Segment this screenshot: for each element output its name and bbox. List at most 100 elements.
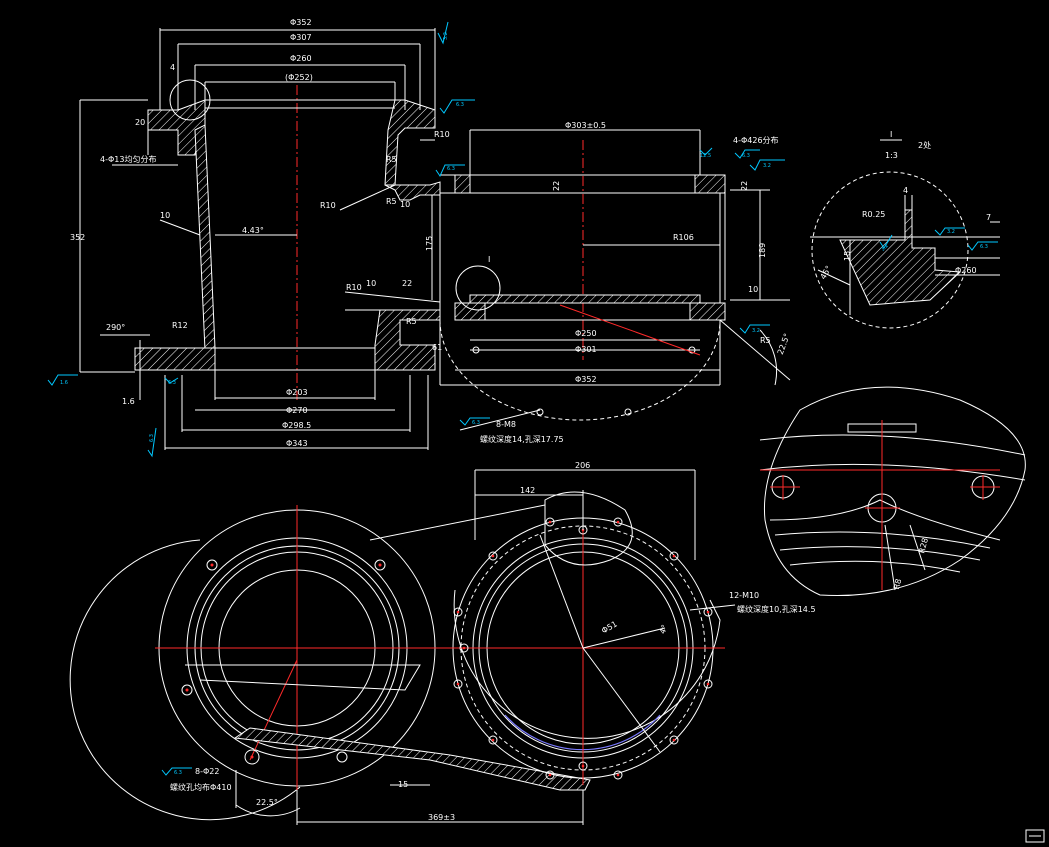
svg-text:6.3: 6.3 (174, 770, 182, 776)
bottom-flange-left-section (134, 347, 216, 371)
dim-352: 352 (70, 233, 85, 242)
roughness-symbol: 1.6 (47, 374, 78, 386)
holes-4-13: 4-Φ13均匀分布 (100, 154, 156, 164)
detail-dim-45: 45° (819, 264, 834, 281)
holes-8-22: 8-Φ22 (195, 767, 219, 776)
right-step-section (384, 181, 441, 201)
dim-15-b: 15 (398, 780, 408, 789)
svg-text:6.3: 6.3 (168, 380, 176, 386)
detail-section-hatch (839, 209, 962, 306)
dim-4: 4 (170, 63, 175, 72)
m10-note: 螺纹深度10,孔深14.5 (737, 604, 816, 614)
svg-text:3.2: 3.2 (752, 328, 760, 334)
dim-r10-a: R10 (434, 130, 450, 139)
corner-indicator[interactable] (1025, 829, 1045, 843)
detail-d260: Φ260 (955, 266, 977, 275)
dim-r12: R12 (172, 321, 188, 330)
dim-1-6: 1.6 (122, 397, 135, 406)
dim-d250: Φ250 (575, 329, 597, 338)
base-plate-section (469, 294, 701, 304)
roughness-symbol: 12.5 (699, 147, 713, 159)
bolt-circle-arc (439, 319, 721, 421)
left-wall-section (194, 124, 216, 351)
dim-d298: Φ298.5 (282, 421, 311, 430)
dim-20: 20 (135, 118, 145, 127)
dim-wall-10: 10 (160, 211, 170, 220)
roughness-symbol: 6.3 (439, 99, 475, 114)
dim-taper: 4.43° (242, 226, 264, 235)
base-right-lip (689, 302, 726, 321)
bolt-hole (624, 408, 632, 416)
svg-text:3.2: 3.2 (763, 163, 771, 169)
detail-dim-15: 15 (843, 251, 852, 261)
holes-8-22-note: 螺纹孔均布Φ410 (170, 782, 232, 792)
roughness-symbol: 6.3 (967, 241, 998, 251)
dim-d303: Φ303±0.5 (565, 121, 606, 130)
plan-view (69, 469, 736, 825)
left-section-view (79, 28, 441, 450)
dim-10-b: 10 (400, 200, 410, 209)
roughness-symbol: 6.3 (435, 164, 465, 178)
dim-d270: Φ270 (286, 406, 308, 415)
m8-spec: 8-M8 (496, 420, 516, 429)
dim-r8: R8 (892, 578, 903, 591)
dim-61: 61 (432, 343, 442, 352)
dim-r5-a: R5 (386, 155, 397, 164)
detail-i-view (810, 139, 1000, 329)
dim-4-plan: 4° (658, 624, 670, 636)
roughness-symbol: 6.3 (734, 149, 760, 159)
dim-r5-b: R5 (386, 197, 397, 206)
dim-r28: R28 (917, 537, 930, 555)
svg-text:3.2: 3.2 (443, 32, 449, 40)
dim-189: 189 (758, 243, 767, 258)
roughness-symbols: 3.2 6.3 1.6 6.3 6.3 3.2 6.3 3.2 6.3 3.2 … (47, 21, 998, 776)
svg-text:6.3: 6.3 (742, 153, 750, 159)
dim-r5-c: R5 (406, 317, 417, 326)
dim-d51: Φ51 (600, 619, 619, 635)
svg-text:6.3: 6.3 (472, 420, 480, 426)
detail-b-boundary (763, 386, 1026, 597)
dim-290: 290° (106, 323, 125, 332)
right-section-dimensions: Φ303±0.5 4-Φ426分布 22 22 175 189 R106 10 … (425, 121, 792, 444)
detail-b-dimensions: R28 R8 (892, 537, 930, 591)
svg-text:6.3: 6.3 (456, 102, 464, 108)
roughness-symbol: 6.3 (459, 417, 490, 426)
dim-22-5: 22.5° (776, 332, 792, 356)
dim-d352: Φ352 (290, 18, 312, 27)
ring-right-top (694, 174, 726, 194)
detail-r0-25: R0.25 (862, 210, 885, 219)
detail-title-scale: 1:3 (885, 151, 898, 160)
detail-note: 2处 (918, 140, 931, 150)
svg-text:3.2: 3.2 (947, 229, 955, 235)
dim-142: 142 (520, 486, 535, 495)
bolt-hole (536, 408, 544, 416)
bolt-hole (688, 346, 696, 354)
bolt-hole (472, 346, 480, 354)
dim-206: 206 (575, 461, 590, 470)
svg-text:3.2: 3.2 (880, 243, 890, 253)
dim-d203: Φ203 (286, 388, 308, 397)
dim-22-r2: 22 (740, 181, 749, 191)
svg-text:1.6: 1.6 (60, 380, 68, 386)
dim-22-c: 22 (402, 279, 412, 288)
roughness-symbol: 3.2 (749, 159, 785, 171)
roughness-symbol: 3.2 (934, 227, 965, 236)
svg-text:6.3: 6.3 (447, 166, 455, 172)
roughness-symbol: 6.3 (161, 767, 192, 776)
bridge-rib-hatch (233, 727, 591, 791)
detail-i-marker (455, 265, 501, 311)
detail-title-top: I (890, 130, 892, 139)
svg-text:12.5: 12.5 (700, 153, 711, 159)
detail-dim-4: 4 (903, 186, 908, 195)
dim-d352-b: Φ352 (575, 375, 597, 384)
holes-4-426: 4-Φ426分布 (733, 135, 779, 145)
detail-boundary (811, 171, 969, 329)
dim-r10-c: R10 (346, 283, 362, 292)
dim-10-r: 10 (748, 285, 758, 294)
top-boss (544, 491, 633, 566)
dim-10-c: 10 (366, 279, 376, 288)
dim-369: 369±3 (428, 813, 455, 822)
dim-22-5-b: 22.5° (256, 798, 278, 807)
right-section-view (430, 129, 791, 431)
